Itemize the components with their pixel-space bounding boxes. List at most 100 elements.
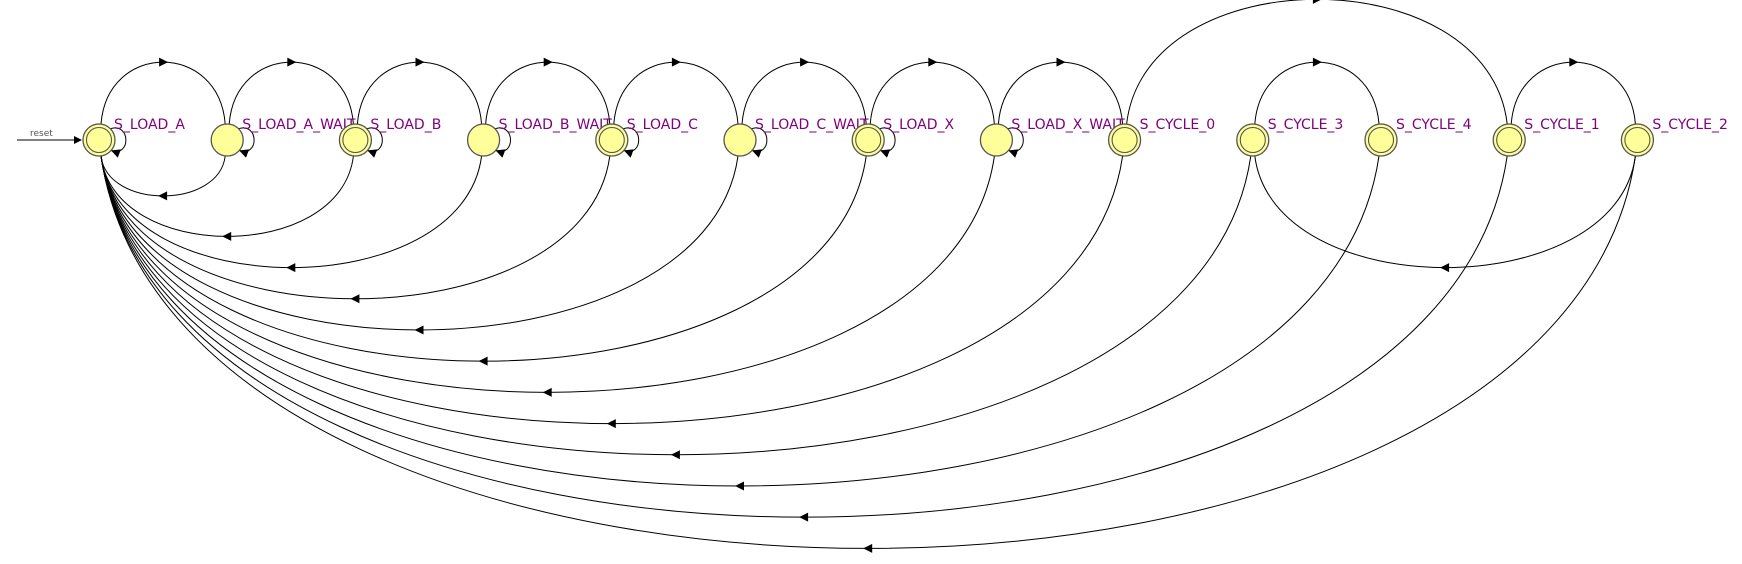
state-inner-ring (1624, 126, 1651, 154)
transition-s-load-a-wait-to-s-load-b (228, 57, 354, 125)
transition-arrowhead (414, 325, 424, 335)
transition-arrowhead (350, 294, 360, 304)
transition-s-cycle-2-to-s-cycle-3 (1254, 155, 1636, 273)
state-label: S_CYCLE_2 (1652, 117, 1728, 133)
self-loop-path (751, 127, 768, 158)
transition-path (100, 155, 226, 197)
transition-s-load-a-to-s-load-a (110, 127, 127, 158)
state-circle (338, 123, 373, 157)
transition-s-load-b-wait-to-s-load-a (100, 155, 483, 273)
state-circle (851, 123, 885, 157)
state-circle (979, 123, 1014, 157)
state-s-load-a[interactable]: S_LOAD_A (82, 117, 185, 157)
self-loop-path (1007, 127, 1024, 158)
state-s-cycle-1[interactable]: S_CYCLE_1 (1492, 117, 1600, 157)
transition-arrowhead (542, 387, 552, 397)
transition-arrowhead (1440, 263, 1450, 273)
transition-path (1254, 155, 1636, 269)
transition-s-load-b-to-s-load-b-wait (356, 57, 483, 125)
transition-s-cycle-0-to-s-load-a (100, 155, 1124, 429)
state-circle (1492, 123, 1526, 157)
transition-arrowhead (799, 512, 809, 522)
transition-arrowhead (478, 356, 488, 366)
state-label: S_LOAD_A (114, 117, 185, 133)
state-circle (1236, 123, 1270, 157)
transition-s-load-c-to-s-load-c (622, 127, 640, 158)
state-circle (1620, 123, 1655, 157)
transition-s-cycle-3-to-s-load-a (100, 155, 1252, 460)
transition-s-load-x-wait-to-s-cycle-0 (997, 57, 1124, 125)
state-s-load-b[interactable]: S_LOAD_B (338, 117, 441, 157)
state-label: S_LOAD_A_WAIT (242, 117, 356, 133)
state-label: S_LOAD_B_WAIT (499, 117, 613, 133)
state-s-load-x[interactable]: S_LOAD_X (851, 117, 955, 157)
transition-s-load-b-to-s-load-b (366, 127, 383, 158)
state-s-load-b-wait[interactable]: S_LOAD_B_WAIT (466, 117, 613, 157)
transition-s-load-x-wait-to-s-load-a (100, 155, 995, 397)
self-loop-path (879, 127, 896, 158)
transition-s-load-x-to-s-load-x-wait (869, 57, 995, 125)
transition-arrowhead (222, 231, 232, 241)
state-inner-ring (598, 126, 625, 154)
transition-path (100, 155, 1124, 424)
self-loop-path (494, 127, 511, 158)
state-inner-ring (1239, 126, 1266, 154)
transition-arrowhead (670, 450, 680, 460)
transition-path (356, 61, 483, 125)
transition-s-load-c-to-s-load-a (100, 155, 611, 304)
state-s-load-c[interactable]: S_LOAD_C (595, 117, 698, 157)
transition-path (741, 61, 867, 125)
transition-arrowhead (158, 191, 168, 201)
transition-s-load-a-to-s-load-a-wait (100, 57, 226, 125)
state-label: S_CYCLE_0 (1140, 117, 1216, 133)
transition-s-load-x-to-s-load-x (879, 127, 896, 158)
transition-s-cycle-2-to-s-load-a (100, 155, 1636, 553)
state-inner-ring (1367, 126, 1395, 154)
transition-arrowhead (415, 57, 425, 67)
state-circle (82, 123, 116, 157)
transition-path (100, 155, 354, 237)
state-s-cycle-0[interactable]: S_CYCLE_0 (1107, 117, 1216, 157)
transition-s-load-b-wait-to-s-load-b-wait (494, 127, 511, 158)
self-loop-path (622, 127, 640, 158)
transition-path (1254, 61, 1380, 125)
state-label: S_CYCLE_1 (1524, 117, 1600, 133)
state-s-load-x-wait[interactable]: S_LOAD_X_WAIT (979, 117, 1125, 157)
transition-path (100, 155, 995, 393)
state-s-load-c-wait[interactable]: S_LOAD_C_WAIT (723, 117, 869, 157)
state-label: S_CYCLE_4 (1396, 117, 1472, 133)
transition-s-cycle-1-to-s-cycle-2 (1510, 57, 1636, 125)
transition-path (100, 155, 1636, 549)
transition-path (997, 61, 1124, 125)
state-s-cycle-4[interactable]: S_CYCLE_4 (1364, 117, 1472, 157)
transition-s-cycle-4-to-s-load-a (100, 155, 1380, 491)
transition-s-load-x-wait-to-s-load-x-wait (1007, 127, 1024, 158)
state-circle (210, 123, 244, 157)
transition-arrowhead (671, 57, 681, 67)
state-circle (595, 123, 629, 157)
state-circle (723, 123, 757, 157)
transition-s-cycle-0-to-s-cycle-1 (1126, 0, 1508, 125)
transition-path (613, 61, 739, 125)
state-inner-ring (855, 126, 882, 154)
state-s-cycle-2[interactable]: S_CYCLE_2 (1620, 117, 1728, 157)
transition-s-load-c-wait-to-s-load-a (100, 155, 739, 335)
state-label: S_LOAD_X_WAIT (1011, 117, 1125, 133)
state-label: S_CYCLE_3 (1268, 117, 1344, 133)
reset-arrow: reset (17, 129, 82, 144)
transition-arrowhead (1312, 57, 1322, 67)
transition-arrowhead (159, 57, 169, 67)
reset-label: reset (30, 129, 53, 139)
state-circle (1107, 123, 1142, 157)
state-label: S_LOAD_C_WAIT (755, 117, 869, 133)
transition-s-load-b-to-s-load-a (100, 155, 354, 241)
state-s-load-a-wait[interactable]: S_LOAD_A_WAIT (210, 117, 356, 157)
transition-s-load-a-wait-to-s-load-a-wait (238, 127, 255, 158)
state-inner-ring (85, 126, 113, 154)
transition-path (100, 61, 226, 125)
state-s-cycle-3[interactable]: S_CYCLE_3 (1236, 117, 1344, 157)
self-loop-path (110, 127, 127, 158)
transition-arrowhead (286, 263, 296, 273)
